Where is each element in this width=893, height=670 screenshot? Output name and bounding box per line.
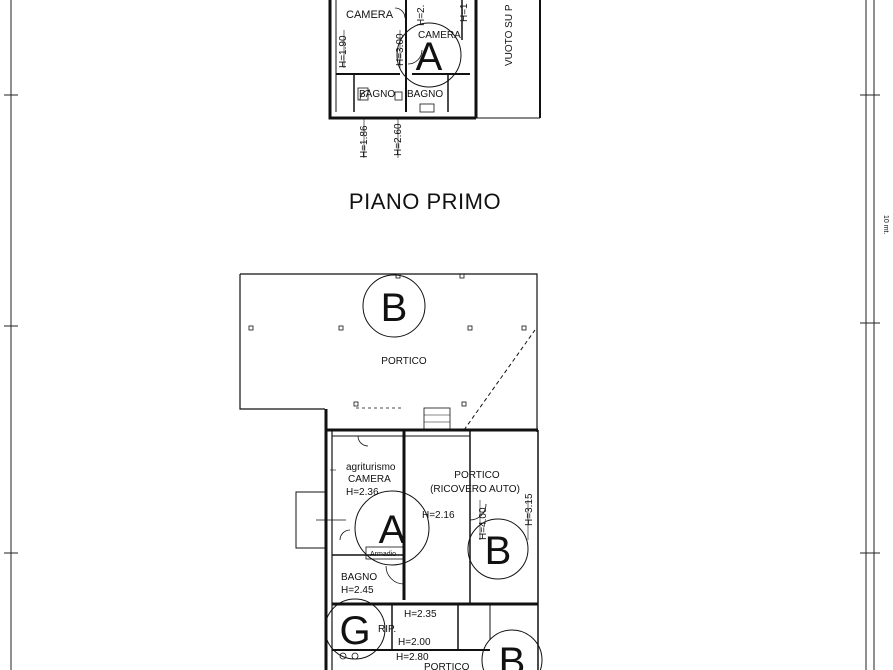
first-floor-labels: CAMERA CAMERA BAGNO BAGNO VUOTO SU P H=1… (338, 3, 515, 158)
height-label: H=1.86 (359, 125, 370, 158)
height-label: H=2.60 (393, 123, 404, 156)
zone-letter: G (339, 609, 370, 653)
room-label-bagno: BAGNO (341, 572, 377, 583)
zone-letter: A (379, 508, 406, 552)
zone-marker-b-bottom: B (481, 629, 543, 670)
zone-marker-a-ground-floor: A (354, 490, 430, 566)
zone-marker-g: G (324, 598, 386, 660)
zone-letter: B (485, 529, 512, 573)
room-label-camera: CAMERA (348, 474, 391, 485)
zone-letter: A (416, 35, 443, 79)
room-label-camera-left: CAMERA (346, 9, 394, 21)
height-label: H=2.00 (398, 637, 431, 648)
zone-letter: B (381, 286, 408, 330)
zone-letter: B (499, 640, 526, 670)
ground-floor-labels: B PORTICO agriturismo CAMERA H=2.36 PORT… (324, 274, 543, 670)
room-label-portico-garage: PORTICO (454, 470, 500, 481)
height-label: H=1.90 (338, 35, 349, 68)
floor-heading: PIANO PRIMO (349, 189, 501, 214)
height-label: H=2. (416, 5, 427, 26)
room-label-ricovero-auto: (RICOVERO AUTO) (430, 484, 520, 495)
room-label-portico-top: PORTICO (381, 356, 427, 367)
height-label: H=1 (459, 3, 470, 22)
room-label-agriturismo: agriturismo (346, 462, 396, 473)
zone-marker-b-top: B (362, 274, 426, 338)
height-label: H=2.80 (396, 652, 429, 663)
margin-scale-note: 10 mt. (882, 215, 889, 235)
room-label-camera-right: CAMERA (418, 30, 461, 41)
height-label: H=2.35 (404, 609, 437, 620)
zone-marker-a-first-floor: A (396, 22, 462, 88)
page-frame (4, 0, 880, 670)
ground-floor-plan (239, 273, 539, 670)
room-label-bagno-left: BAGNO (359, 89, 395, 100)
height-label: H=3.15 (524, 493, 535, 526)
first-floor-plan (328, 0, 541, 158)
height-label: H=2.16 (422, 510, 455, 521)
room-label-ripostiglio: RIP. (378, 624, 396, 635)
wardrobe-label: Armadio (370, 551, 396, 558)
room-label-bagno-right: BAGNO (407, 89, 443, 100)
height-label: H=4.00 (478, 507, 489, 540)
room-label-vuoto: VUOTO SU P (504, 4, 515, 66)
zone-marker-b-right: B (467, 518, 529, 580)
room-label-portico-bottom: PORTICO (424, 662, 470, 670)
height-label: H=3.00 (395, 33, 406, 66)
height-label: H=2.36 (346, 487, 379, 498)
height-label: H=2.45 (341, 585, 374, 596)
